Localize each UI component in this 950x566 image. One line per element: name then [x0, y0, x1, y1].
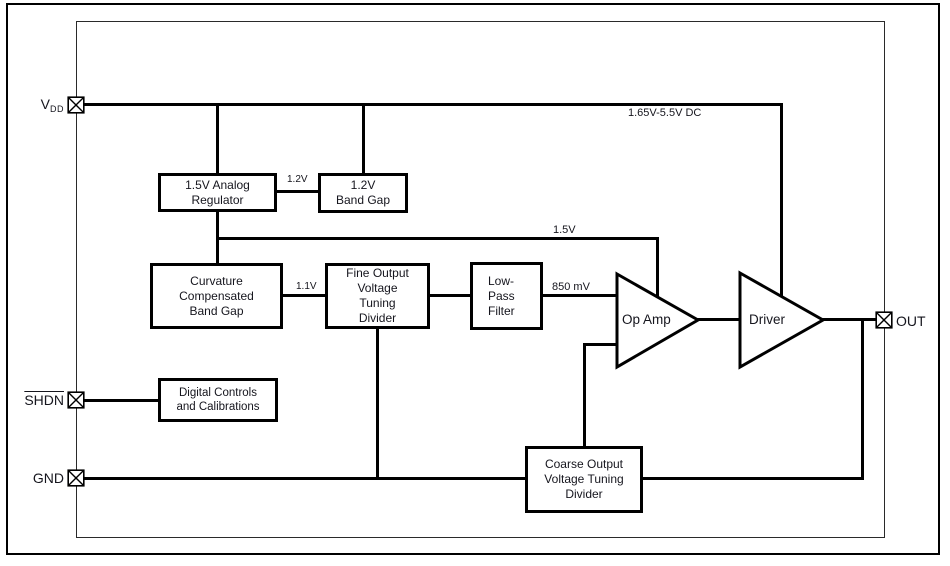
wire-fine-lowpass — [430, 294, 470, 297]
wire-shdn-link — [84, 399, 158, 402]
filtered-ref-label: 850 mV — [552, 281, 590, 293]
vdd-pin-icon — [67, 96, 85, 114]
wire-gnd-rail — [84, 477, 525, 480]
driver-label: Driver — [749, 312, 785, 327]
vdd-pin-subscript: DD — [50, 104, 64, 114]
block-lowpass-filter: Low- Pass Filter — [470, 262, 543, 330]
wire-vdd-branch-bandgap — [362, 103, 365, 173]
bandgap-ref-label: 1.2V — [287, 174, 308, 185]
gnd-pin-label: GND — [32, 470, 64, 486]
out-pin-icon — [875, 311, 893, 329]
block-coarse-divider: Coarse Output Voltage Tuning Divider — [525, 446, 643, 513]
shdn-pin-icon — [67, 391, 85, 409]
op-amp-label: Op Amp — [622, 312, 671, 327]
block-curvature-bandgap: Curvature Compensated Band Gap — [150, 263, 283, 329]
fine-ref-label: 1.1V — [296, 281, 317, 292]
wire-vdd-drop-driver — [780, 103, 783, 297]
wire-lowpass-opamp — [543, 294, 618, 297]
wire-coarse-opamp-input — [583, 343, 619, 346]
block-1v2-bandgap: 1.2V Band Gap — [318, 173, 408, 213]
regulator-out-label: 1.5V — [553, 224, 576, 236]
block-fine-divider: Fine Output Voltage Tuning Divider — [325, 263, 430, 329]
vdd-pin-base: V — [40, 96, 50, 112]
wire-vdd-rail — [84, 103, 783, 106]
wire-1v5-rail — [216, 237, 659, 240]
wire-feedback-down — [861, 318, 864, 480]
wire-feedback-coarse — [643, 477, 864, 480]
figure-border — [6, 3, 940, 555]
wire-1v5-drop-opamp — [656, 237, 659, 298]
block-analog-regulator: 1.5V Analog Regulator — [158, 173, 277, 212]
chip-boundary — [76, 21, 885, 538]
vdd-pin-label: VDD — [28, 96, 64, 114]
wire-driver-out — [822, 318, 876, 321]
wire-1v2-link — [277, 190, 318, 193]
gnd-pin-icon — [67, 469, 85, 487]
wire-vdd-branch-regulator — [216, 103, 219, 173]
supply-range-label: 1.65V-5.5V DC — [628, 107, 702, 119]
shdn-pin-text: SHDN — [24, 392, 64, 408]
wire-coarse-up — [583, 343, 586, 447]
wire-curvature-fine — [283, 294, 325, 297]
wire-opamp-driver — [697, 318, 742, 321]
block-digital-controls: Digital Controls and Calibrations — [158, 378, 278, 422]
shdn-pin-label: SHDN — [18, 392, 64, 408]
out-pin-label: OUT — [896, 313, 926, 329]
wire-fine-down-gnd — [376, 329, 379, 480]
